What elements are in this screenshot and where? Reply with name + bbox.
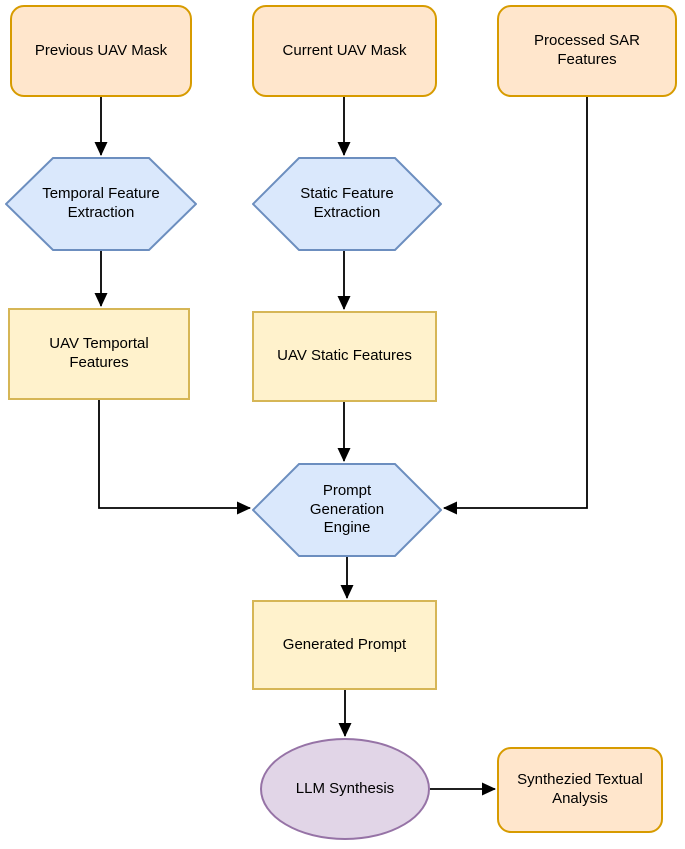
arrow-sar-features-to-prompt-engine [443, 97, 588, 515]
node-uav-static-features: UAV Static Features [252, 311, 437, 402]
node-current-uav-mask: Current UAV Mask [252, 5, 437, 97]
node-temporal-feature-extraction: Temporal Feature Extraction [5, 157, 197, 251]
node-prompt-generation-engine-label: Prompt Generation Engine [309, 481, 385, 537]
node-llm-synthesis-label: LLM Synthesis [295, 779, 395, 797]
hexagon-shape [252, 157, 442, 251]
hexagon-shape [252, 463, 442, 557]
node-synthezied-textual-analysis-label: Synthezied Textual Analysis [517, 771, 643, 807]
node-uav-temporal-features: UAV Temportal Features [8, 308, 190, 400]
node-uav-temporal-features-label: UAV Temportal Features [49, 335, 149, 371]
node-processed-sar-features: Processed SAR Features [497, 5, 677, 97]
node-synthezied-textual-analysis: Synthezied Textual Analysis [497, 747, 663, 833]
node-current-uav-mask-label: Current UAV Mask [282, 41, 407, 59]
node-previous-uav-mask: Previous UAV Mask [10, 5, 192, 97]
node-llm-synthesis: LLM Synthesis [260, 738, 430, 840]
node-uav-static-features-label: UAV Static Features [277, 347, 412, 365]
hexagon-shape [5, 157, 197, 251]
node-static-feature-extraction: Static Feature Extraction [252, 157, 442, 251]
node-temporal-feature-extraction-label: Temporal Feature Extraction [42, 185, 160, 221]
node-previous-uav-mask-label: Previous UAV Mask [34, 41, 168, 59]
node-generated-prompt: Generated Prompt [252, 600, 437, 690]
node-static-feature-extraction-label: Static Feature Extraction [300, 185, 394, 221]
node-processed-sar-features-label: Processed SAR Features [534, 32, 640, 68]
node-generated-prompt-label: Generated Prompt [282, 635, 407, 653]
arrow-temporal-features-to-prompt-engine [98, 400, 251, 515]
node-prompt-generation-engine: Prompt Generation Engine [252, 463, 442, 557]
